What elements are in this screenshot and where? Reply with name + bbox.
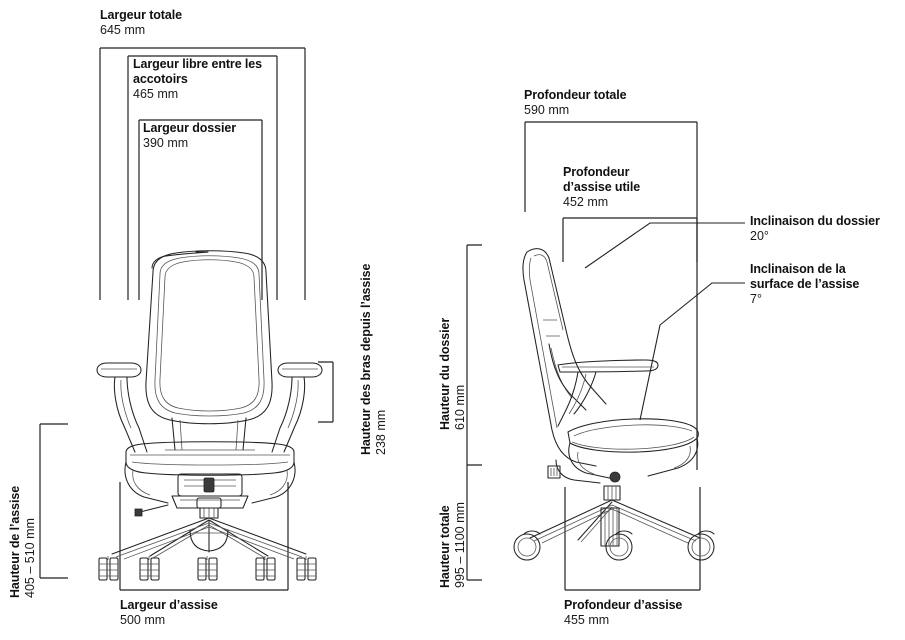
label-overall-depth-title: Profondeur totale	[524, 88, 627, 102]
label-usable-seat-depth-value: 452 mm	[563, 194, 609, 209]
label-backrest-tilt-value: 20°	[750, 228, 769, 243]
label-clear-width-title: Largeur libre entre les accotoirs	[133, 57, 262, 86]
label-seat-tilt-title: Inclinaison de la surface de l’assise	[750, 262, 860, 291]
label-backrest-height-title: Hauteur du dossier	[438, 317, 452, 430]
bracket-usable-seat-depth	[562, 217, 698, 262]
label-backrest-width-title: Largeur dossier	[143, 121, 236, 135]
chair-side-view	[513, 248, 715, 561]
label-armrest-height-value: 238 mm	[373, 409, 388, 455]
label-backrest-width-value: 390 mm	[143, 135, 189, 150]
label-overall-height-value: 995 – 1100 mm	[452, 502, 467, 588]
bracket-overall-height	[466, 465, 482, 581]
bracket-backrest-height	[466, 244, 482, 466]
label-usable-seat-depth: Profondeur d’assise utile 452 mm	[563, 165, 673, 209]
label-overall-depth-value: 590 mm	[524, 102, 570, 117]
label-seat-depth-title: Profondeur d’assise	[564, 598, 683, 612]
label-seat-height-title: Hauteur de l’assise	[8, 485, 22, 598]
label-seat-width-title: Largeur d’assise	[120, 598, 218, 612]
label-seat-height-value: 405 – 510 mm	[22, 518, 37, 598]
label-overall-width: Largeur totale 645 mm	[100, 8, 182, 38]
label-armrest-height: Hauteur des bras depuis l’assise 238 mm	[359, 264, 389, 455]
leader-seat-tilt	[639, 282, 745, 421]
label-clear-width-value: 465 mm	[133, 86, 179, 101]
label-backrest-height: Hauteur du dossier 610 mm	[438, 318, 468, 430]
label-seat-depth: Profondeur d’assise 455 mm	[564, 598, 682, 628]
label-seat-tilt-value: 7°	[750, 291, 762, 306]
label-seat-width: Largeur d’assise 500 mm	[120, 598, 218, 628]
bracket-seat-width	[119, 482, 289, 591]
label-backrest-tilt-title: Inclinaison du dossier	[750, 214, 880, 228]
chair-front-view	[96, 250, 323, 581]
label-clear-width: Largeur libre entre les accotoirs 465 mm	[133, 57, 281, 101]
label-usable-seat-depth-title: Profondeur d’assise utile	[563, 165, 641, 194]
bracket-seat-height	[39, 423, 68, 579]
bracket-armrest-height	[318, 361, 334, 423]
bracket-overall-width	[99, 47, 306, 300]
label-seat-depth-value: 455 mm	[564, 612, 610, 627]
label-overall-width-title: Largeur totale	[100, 8, 182, 22]
label-overall-width-value: 645 mm	[100, 22, 146, 37]
label-seat-tilt: Inclinaison de la surface de l’assise 7°	[750, 262, 890, 306]
bracket-clear-width	[127, 55, 278, 300]
label-overall-height: Hauteur totale 995 – 1100 mm	[438, 502, 468, 588]
bracket-seat-depth	[564, 487, 701, 591]
label-overall-height-title: Hauteur totale	[438, 505, 452, 588]
label-backrest-height-value: 610 mm	[452, 384, 467, 430]
label-backrest-tilt: Inclinaison du dossier 20°	[750, 214, 880, 244]
label-overall-depth: Profondeur totale 590 mm	[524, 88, 627, 118]
label-seat-width-value: 500 mm	[120, 612, 166, 627]
label-backrest-width: Largeur dossier 390 mm	[143, 121, 236, 151]
label-armrest-height-title: Hauteur des bras depuis l’assise	[359, 263, 373, 455]
bracket-overall-depth	[524, 121, 698, 470]
bracket-backrest-width	[138, 119, 263, 300]
label-seat-height: Hauteur de l’assise 405 – 510 mm	[8, 486, 38, 598]
leader-backrest-tilt	[584, 222, 745, 269]
